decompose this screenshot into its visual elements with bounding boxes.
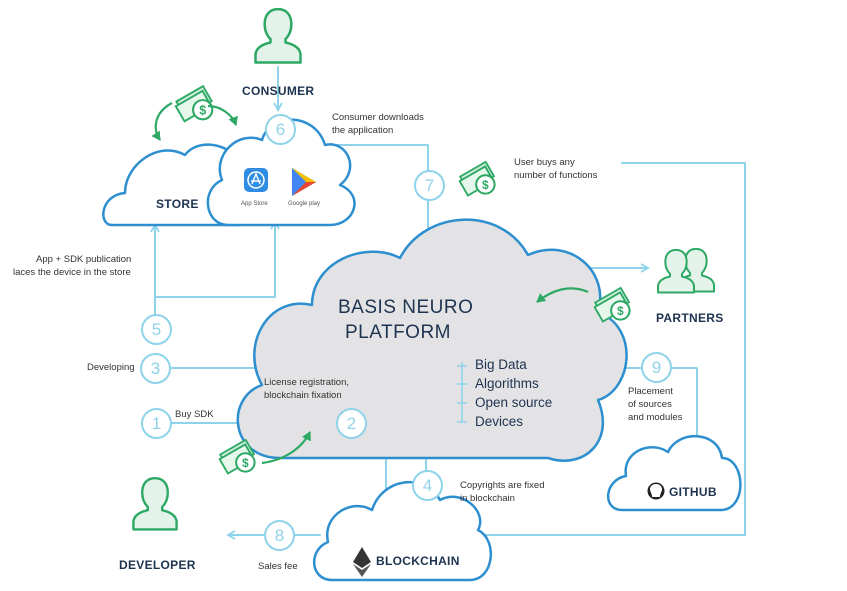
platform-cloud [236, 218, 628, 462]
green-arrow-store-left [151, 102, 173, 141]
app-store-label: App Store [241, 201, 268, 207]
note-user-buys: User buys any number of functions [514, 156, 597, 182]
ethereum-icon [353, 547, 371, 577]
green-arrow-buy-sdk [261, 431, 311, 465]
store-cloud [102, 143, 242, 227]
note-copyrights: Copyrights are fixed in blockchain [460, 479, 544, 505]
blockchain-label: BLOCKCHAIN [376, 554, 460, 568]
store-label: STORE [156, 197, 199, 211]
connector-step5-apps [154, 220, 280, 298]
developer-label: DEVELOPER [119, 558, 196, 572]
note-app-sdk-line1: App + SDK publication [36, 254, 132, 265]
developer-person-icon [132, 476, 178, 531]
step-4: 4 [412, 470, 443, 501]
note-copyrights-line2: in blockchain [460, 493, 515, 504]
note-app-sdk: App + SDK publication laces the device i… [13, 253, 131, 279]
step-1: 1 [141, 408, 172, 439]
google-play-icon [292, 168, 316, 196]
green-arrow-store-right [207, 104, 238, 126]
platform-item-algorithms: Algorithms [475, 376, 539, 391]
note-consumer-downloads-line1: Consumer downloads [332, 112, 424, 123]
github-label: GITHUB [669, 485, 717, 499]
step-3: 3 [140, 353, 171, 384]
money-icon-store [172, 85, 215, 123]
platform-item-open-source: Open source [475, 395, 553, 410]
note-placement-line1: Placement [628, 386, 673, 397]
note-user-buys-line1: User buys any [514, 157, 575, 168]
note-license-line1: License registration, [264, 377, 350, 388]
partners-label: PARTNERS [656, 311, 724, 325]
note-developing: Developing [87, 362, 135, 373]
note-buy-sdk: Buy SDK [175, 409, 214, 420]
note-license: License registration, blockchain fixatio… [264, 376, 349, 402]
platform-title-line1: BASIS NEURO [338, 297, 474, 318]
platform-item-devices: Devices [475, 414, 524, 429]
google-play-label: Google play [288, 201, 321, 207]
note-placement-line3: and modules [628, 412, 683, 423]
note-app-sdk-line2: laces the device in the store [13, 267, 131, 278]
platform-title: BASIS NEURO PLATFORM [338, 295, 474, 345]
money-icon-user-buys [456, 160, 497, 197]
note-placement-line2: of sources [628, 399, 672, 410]
green-arrow-partners [536, 287, 589, 303]
note-license-line2: blockchain fixation [264, 390, 342, 401]
platform-items-list: Big Data Algorithms Open source Devices [475, 355, 552, 431]
note-copyrights-line1: Copyrights are fixed [460, 480, 545, 491]
step-6: 6 [265, 114, 296, 145]
note-user-buys-line2: number of functions [514, 170, 598, 181]
github-icon [647, 482, 665, 500]
consumer-person-icon [254, 7, 302, 64]
note-placement: Placement of sources and modules [628, 385, 682, 424]
step-5: 5 [141, 314, 172, 345]
app-store-icon [244, 168, 268, 192]
step-7: 7 [414, 170, 445, 201]
github-cloud [606, 435, 742, 512]
connector-user-buys [359, 162, 746, 536]
note-sales-fee: Sales fee [258, 561, 298, 572]
platform-items-bracket [457, 362, 467, 423]
note-consumer-downloads: Consumer downloads the application [332, 111, 424, 137]
consumer-label: CONSUMER [242, 84, 315, 98]
step-9: 9 [641, 352, 672, 383]
platform-item-big-data: Big Data [475, 357, 527, 372]
step-8: 8 [264, 520, 295, 551]
step-2: 2 [336, 408, 367, 439]
platform-title-line2: PLATFORM [344, 322, 452, 343]
note-consumer-downloads-line2: the application [332, 125, 394, 136]
